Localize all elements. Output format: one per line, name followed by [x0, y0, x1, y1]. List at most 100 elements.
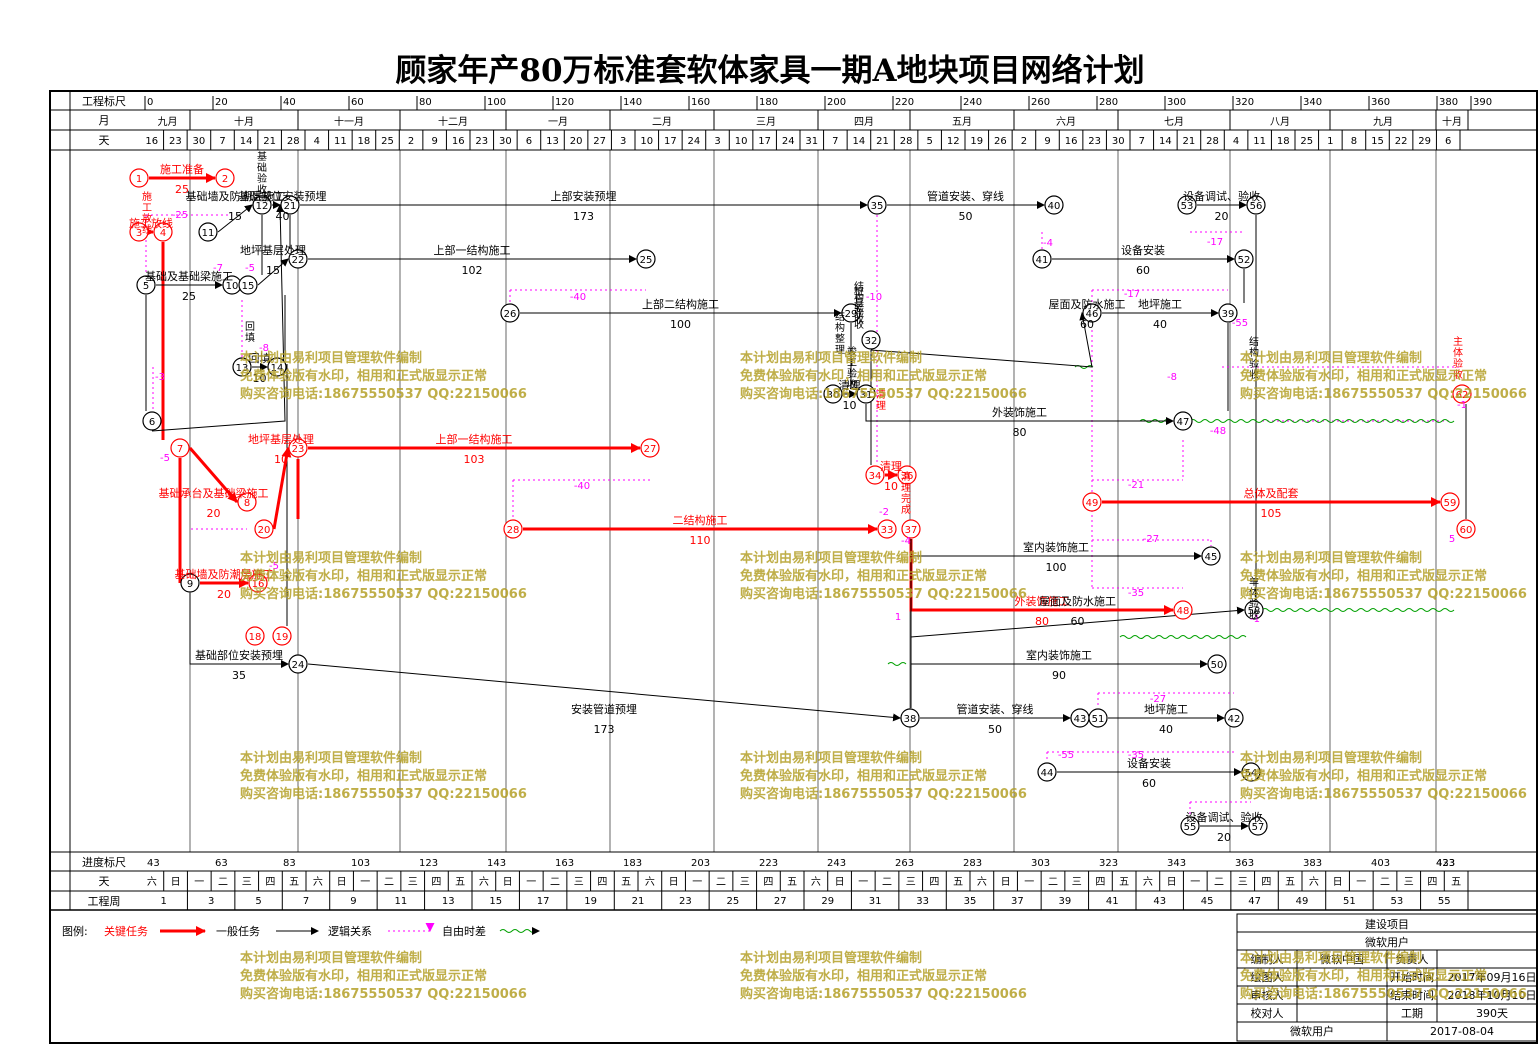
milestone-label-char: 清 [901, 470, 911, 483]
watermark-line: 购买咨询电话:18675550537 QQ:22150066 [1240, 387, 1527, 402]
week-label: 7 [303, 896, 309, 907]
task-duration: 40 [276, 210, 290, 223]
day-label: 22 [1395, 136, 1408, 147]
scale-tick-label: 280 [1099, 97, 1118, 108]
day-label: 18 [358, 136, 371, 147]
free-float-value: -17 [1124, 289, 1140, 300]
scale-tick-label: 0 [147, 97, 153, 108]
event-node-id: 14 [271, 363, 284, 374]
milestone-label-char: 桩 [854, 285, 864, 298]
month-label: 九月 [1373, 116, 1393, 128]
free-float-value: -2 [879, 507, 889, 518]
week-label: 23 [679, 896, 692, 907]
milestone-label-char: 基 [257, 150, 267, 163]
event-node-id: 32 [865, 336, 878, 347]
event-node-id: 20 [258, 525, 271, 536]
day-label: 7 [1139, 136, 1145, 147]
event-node [500, 303, 520, 323]
event-node-id: 34 [869, 471, 882, 482]
free-float-value: -27 [1143, 534, 1159, 545]
task-arrow [272, 447, 292, 530]
milestone-label-char: 验 [1249, 357, 1259, 370]
week-label: 1 [161, 896, 167, 907]
task-name: 管道安装、穿线 [957, 702, 1034, 716]
footer-row-label: 工程周 [88, 895, 121, 908]
week-label: 25 [726, 896, 739, 907]
event-node [153, 222, 173, 242]
weekday-label: 日 [1333, 877, 1343, 888]
scale-tick-label: 80 [419, 97, 432, 108]
event-node [142, 411, 162, 431]
weekday-label: 六 [977, 876, 987, 888]
weekday-label: 六 [1309, 876, 1319, 888]
watermark-line: 购买咨询电话:18675550537 QQ:22150066 [740, 387, 1027, 402]
milestone-label-char: 理 [835, 344, 845, 356]
event-node-id: 7 [177, 444, 183, 455]
free-float-value: -35 [1128, 750, 1144, 761]
milestone-label-char: 验 [1453, 357, 1463, 370]
event-node [1248, 816, 1268, 836]
frame-group [49, 90, 1538, 1044]
task-name: 屋面及防水施工 [1049, 297, 1126, 311]
wave-float-line [1189, 419, 1455, 423]
day-label: 31 [805, 136, 818, 147]
task-duration: 15 [266, 264, 280, 277]
wave-float-line [1119, 635, 1247, 639]
task-name: 管道安装、穿线 [927, 189, 1004, 203]
day-label: 2 [408, 136, 414, 147]
watermark-text: 本计划由易利项目管理软件编制免费体验版有水印，相用和正式版显示正常购买咨询电话:… [240, 750, 527, 804]
event-node-id: 36 [901, 471, 914, 482]
event-node-id: 1 [136, 174, 142, 185]
task-name: 二结构施工 [673, 513, 728, 527]
event-node [1207, 654, 1227, 674]
event-node [215, 168, 235, 188]
milestone-label-char: 施 [142, 190, 152, 203]
weekday-label: 六 [811, 876, 821, 888]
day-label: 10 [640, 136, 653, 147]
task-name: 地坪施工 [1138, 298, 1182, 311]
weekday-label: 六 [645, 876, 655, 888]
event-node-id: 3 [136, 228, 142, 239]
milestone-label-char: 验 [847, 367, 857, 380]
day-label: 3 [714, 136, 720, 147]
watermark-line: 免费体验版有水印，相用和正式版显示正常 [1240, 969, 1488, 984]
info-key: 结束时间 [1390, 989, 1434, 1002]
week-label: 31 [869, 896, 882, 907]
week-label: 39 [1058, 896, 1071, 907]
watermark-line: 购买咨询电话:18675550537 QQ:22150066 [740, 787, 1027, 802]
weekday-label: 三 [574, 877, 584, 888]
task-duration: 60 [1071, 615, 1085, 628]
day-label: 19 [970, 136, 983, 147]
day-label: 17 [758, 136, 771, 147]
month-label: 十一月 [334, 115, 364, 128]
task-duration: 80 [1013, 426, 1027, 439]
free-float-value: -25 [172, 210, 188, 221]
day-label: 28 [1206, 136, 1219, 147]
progress-scale-label: 243 [827, 858, 846, 869]
links-group [145, 214, 1467, 816]
task-duration: 10 [884, 480, 898, 493]
event-node [248, 573, 268, 593]
event-node [288, 438, 308, 458]
scale-tick-label: 260 [1031, 97, 1050, 108]
task-duration: 35 [232, 669, 246, 682]
event-node-id: 9 [187, 579, 193, 590]
free-float-value: 1 [895, 612, 901, 623]
task-duration: 10 [843, 399, 857, 412]
milestone-label-char: 础 [257, 162, 267, 174]
week-label: 29 [821, 896, 834, 907]
event-node [861, 330, 881, 350]
task-arrow [865, 404, 1174, 425]
task-duration: 110 [690, 534, 711, 547]
event-node-id: 16 [252, 579, 265, 590]
task-name: 清理 [880, 460, 902, 473]
info-value: 390天 [1476, 1007, 1508, 1020]
task-name: 安装管道预埋 [571, 702, 637, 716]
task-duration: 60 [1142, 777, 1156, 790]
free-float-value: -21 [1128, 480, 1144, 491]
day-label: 30 [193, 136, 206, 147]
weekday-label: 五 [787, 877, 797, 888]
watermark-line: 免费体验版有水印，相用和正式版显示正常 [1240, 569, 1488, 584]
progress-scale-label: 63 [215, 858, 228, 869]
scale-tick-label: 360 [1371, 97, 1390, 108]
